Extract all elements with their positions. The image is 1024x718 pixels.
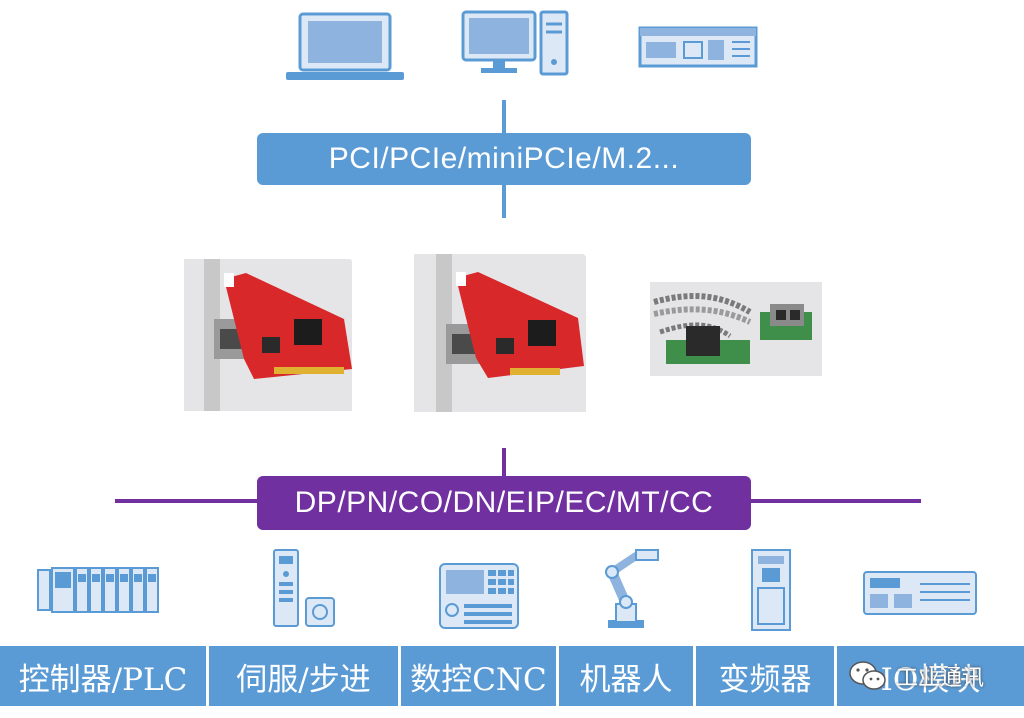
pcie-card bbox=[402, 242, 598, 424]
label-io: IO模块 bbox=[837, 646, 1024, 706]
label-plc: 控制器/PLC bbox=[0, 646, 206, 706]
watermark-text: 工业通讯 bbox=[896, 666, 985, 691]
robot-arm-icon bbox=[605, 549, 659, 628]
label-cnc: 数控CNC bbox=[401, 646, 556, 706]
fieldbus-bar: DP/PN/CO/DN/EIP/EC/MT/CC bbox=[257, 476, 751, 530]
watermark: 工业通讯 bbox=[848, 656, 984, 696]
industrial-pc-icon bbox=[638, 26, 758, 68]
host-bus-label: PCI/PCIe/miniPCIe/M.2... bbox=[328, 142, 680, 175]
label-robot: 机器人 bbox=[559, 646, 693, 706]
device-label-strip: 控制器/PLC 伺服/步进 数控CNC 机器人 变频器 IO模块 bbox=[0, 646, 1024, 706]
cnc-panel-icon bbox=[439, 563, 519, 629]
pci-card-icon bbox=[204, 259, 352, 411]
servo-drive-icon bbox=[273, 549, 335, 627]
label-inverter: 变频器 bbox=[696, 646, 834, 706]
desktop-pc-icon bbox=[461, 10, 569, 76]
inverter-icon bbox=[751, 549, 791, 631]
mini-pcie-card-icon bbox=[653, 293, 812, 364]
host-bus-bar: PCI/PCIe/miniPCIe/M.2... bbox=[257, 133, 751, 185]
label-servo: 伺服/步进 bbox=[209, 646, 398, 706]
fieldbus-label: DP/PN/CO/DN/EIP/EC/MT/CC bbox=[294, 486, 714, 519]
pci-card bbox=[172, 247, 364, 423]
io-module-icon bbox=[863, 571, 977, 615]
plc-icon bbox=[37, 567, 159, 613]
wechat-icon bbox=[849, 661, 886, 690]
laptop-icon bbox=[286, 12, 404, 80]
mini-pcie-card bbox=[638, 270, 834, 388]
pcie-card-icon bbox=[436, 254, 584, 412]
